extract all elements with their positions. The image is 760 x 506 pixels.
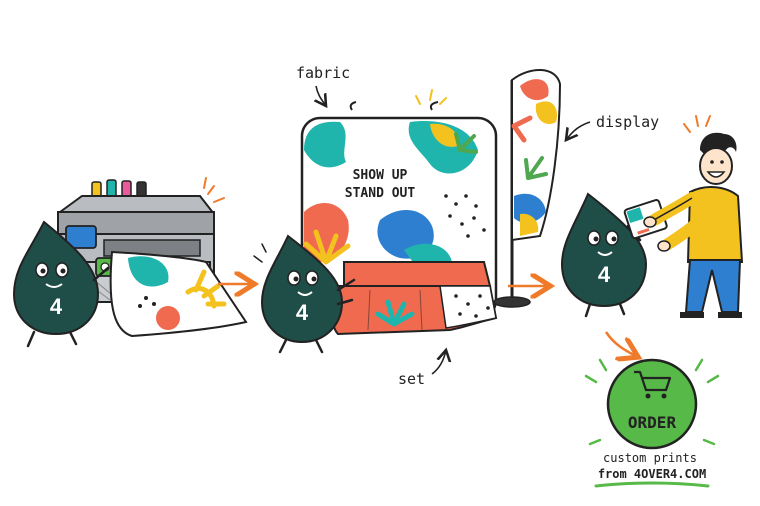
mascot-drop-2: 4	[253, 234, 356, 354]
flow-arrow-3	[604, 331, 636, 356]
label-fabric: fabric	[296, 64, 350, 82]
order-caption-line-2: from 4OVER4.COM	[598, 467, 706, 481]
table-cover	[328, 261, 498, 336]
label-set-arrow	[431, 350, 446, 375]
feather-flag	[493, 68, 562, 308]
mascot-3-digit: 4	[598, 262, 611, 287]
mascot-drop-3: 4	[560, 192, 648, 318]
happy-customer	[623, 115, 744, 318]
order-caption-line-1: custom prints	[603, 451, 697, 465]
order-caption-underline	[594, 481, 710, 488]
label-fabric-arrow	[316, 85, 326, 106]
backdrop-headline-1: SHOW UP	[353, 168, 408, 183]
backdrop-headline-2: STAND OUT	[345, 186, 416, 201]
label-display-arrow	[566, 121, 591, 140]
mascot-drop-1: 4	[12, 220, 110, 348]
order-button-label: ORDER	[628, 413, 677, 432]
shopping-cart-icon	[634, 370, 672, 399]
order-button[interactable]: ORDER	[584, 358, 720, 450]
label-display: display	[596, 113, 659, 131]
mascot-1-digit: 4	[50, 294, 63, 319]
mascot-2-digit: 4	[296, 300, 309, 325]
label-set: set	[398, 370, 425, 388]
